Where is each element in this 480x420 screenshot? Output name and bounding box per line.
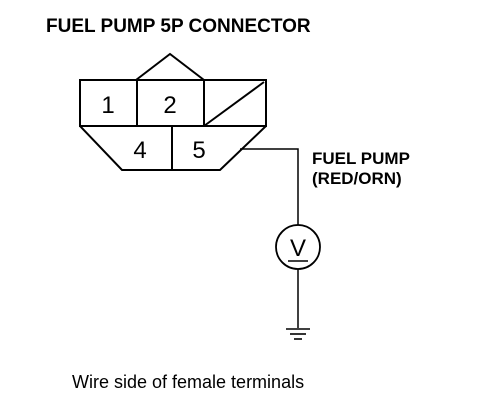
diagram-title: FUEL PUMP 5P CONNECTOR	[46, 16, 311, 37]
connector-body	[79, 52, 267, 171]
terminal-5-wire	[240, 148, 299, 225]
voltmeter-label: V	[290, 235, 306, 262]
terminal-2-label: 2	[163, 92, 176, 119]
fuel-pump-name: FUEL PUMP	[312, 149, 410, 168]
terminal-1-label: 1	[101, 92, 114, 119]
diagram-caption: Wire side of female terminals	[72, 372, 305, 392]
connector-blank-cavity	[203, 81, 265, 127]
terminal-4-label: 4	[133, 137, 146, 164]
voltmeter-icon: V	[275, 224, 321, 270]
connector-lock-tab	[135, 52, 205, 81]
fuel-pump-label: FUEL PUMP (RED/ORN)	[312, 149, 410, 189]
ground-icon	[286, 328, 310, 340]
fuel-pump-wire-color: (RED/ORN)	[312, 169, 402, 188]
terminal-5-label: 5	[192, 137, 205, 164]
